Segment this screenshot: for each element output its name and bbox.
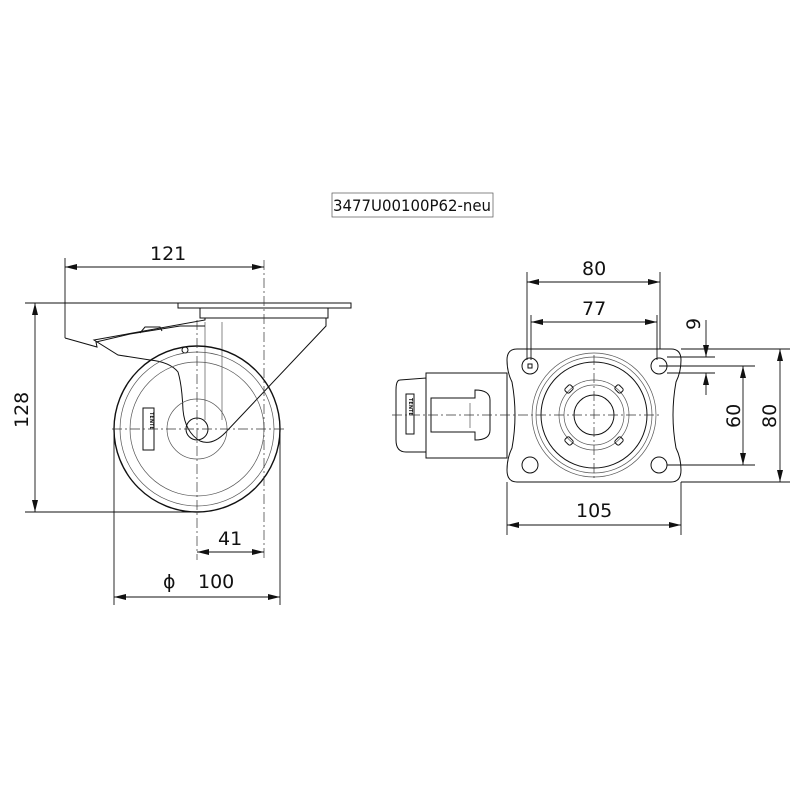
drawing-code: 3477U00100P62-neu [333, 196, 491, 215]
fork [92, 317, 327, 443]
brake-pedal [395, 377, 427, 453]
svg-text:TENTE: TENTE [407, 398, 413, 416]
brake-housing [425, 372, 508, 459]
brake-lever [64, 325, 205, 348]
top-view: TENTE [392, 258, 790, 535]
dim-plate-width: 80 [582, 258, 606, 280]
diameter-symbol: ϕ [163, 571, 176, 593]
dim-overall-length: 105 [576, 500, 612, 522]
dim-overall-width: 121 [150, 243, 186, 265]
dim-offset: 41 [218, 528, 242, 550]
bolt-holes [521, 357, 668, 474]
dim-plate-length: 80 [759, 404, 781, 428]
drawing-code-box: 3477U00100P62-neu [331, 192, 494, 218]
mounting-plate [506, 348, 682, 483]
svg-text:TENTE: TENTE [148, 412, 154, 430]
dim-wheel-diameter: 100 [198, 571, 234, 593]
dim-hole-spacing-x: 77 [582, 298, 606, 320]
dim-hole-diameter: 9 [683, 318, 705, 330]
top-plate [177, 302, 352, 309]
side-view: TENTE 121 128 41 ϕ 100 [11, 243, 352, 605]
dim-hole-spacing-y: 60 [723, 404, 745, 428]
dim-height: 128 [11, 392, 33, 428]
